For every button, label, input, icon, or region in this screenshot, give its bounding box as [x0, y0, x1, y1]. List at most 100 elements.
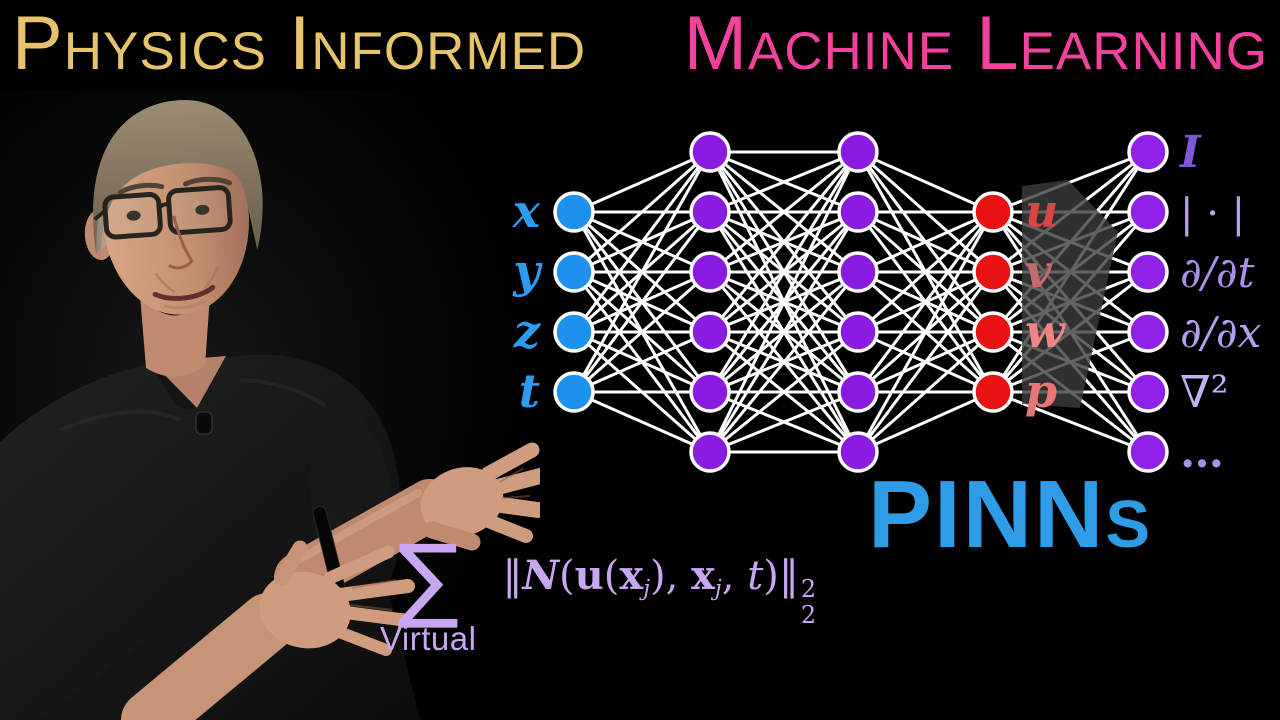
network-node: [689, 251, 731, 293]
network-edge: [992, 150, 1149, 214]
formula-parts: ‖N(u(xj), xj, t)‖: [502, 552, 799, 602]
network-node: [1127, 431, 1169, 473]
forearm-right: [121, 593, 297, 720]
network-edge: [708, 151, 860, 393]
forearm-left: [274, 479, 456, 604]
node-label: p: [1025, 364, 1057, 418]
glasses: [93, 185, 233, 240]
network-edge: [708, 211, 860, 453]
network-edges: [572, 150, 1150, 454]
network-edge: [573, 150, 711, 214]
summation: ∑ Virtual: [380, 525, 477, 658]
formula-part: u: [574, 552, 604, 599]
layer-input: [553, 191, 595, 413]
formula-part: j: [643, 576, 651, 602]
shadow-band: [1022, 180, 1118, 408]
formula-part: ,: [721, 553, 748, 599]
network-edge: [992, 390, 1149, 454]
layer-operators: [1127, 131, 1169, 473]
network-edge: [857, 210, 994, 334]
title-bar: Physics Informed Machine Learning: [0, 0, 1280, 88]
formula-part: N: [522, 552, 560, 599]
network-edge: [856, 211, 995, 393]
network-node: [972, 371, 1014, 413]
network-node: [837, 131, 879, 173]
presenter-nose: [168, 215, 194, 270]
formula-part: x: [619, 552, 644, 599]
node-label: ∇²: [1180, 367, 1228, 418]
network-edge: [572, 151, 712, 393]
layer-output: [972, 191, 1014, 413]
network-edge: [572, 211, 712, 393]
network-edge: [708, 271, 860, 453]
network-node: [689, 131, 731, 173]
formula-part: ): [763, 553, 779, 599]
node-label: t: [519, 364, 540, 418]
network-node: [1127, 251, 1169, 293]
node-label: | · |: [1180, 191, 1245, 237]
sigma-symbol: ∑: [397, 525, 460, 632]
hand-spread-fingers: [259, 540, 415, 656]
hair-gray-temple: [96, 210, 108, 254]
node-label: ∂/∂t: [1180, 248, 1255, 297]
formula-part: ‖: [502, 553, 523, 599]
network-node: [837, 431, 879, 473]
formula-part: ‖: [778, 553, 799, 599]
node-label: x: [512, 184, 541, 238]
network-node: [689, 431, 731, 473]
pinns-wordmark: PINNs: [868, 461, 1153, 568]
node-label: u: [1025, 184, 1058, 238]
node-label: y: [512, 244, 543, 298]
formula-part: j: [714, 576, 722, 602]
formula-part: t: [747, 553, 764, 599]
presenter-lower-lip: [163, 299, 207, 310]
presenter-smile-lines: [154, 266, 219, 294]
layer-hidden-1: [689, 131, 731, 473]
network-node: [837, 371, 879, 413]
node-label: v: [1025, 244, 1053, 298]
node-label: I: [1178, 127, 1202, 178]
node-label: w: [1025, 304, 1066, 358]
network-edge: [857, 390, 994, 454]
network-node: [689, 371, 731, 413]
network-node: [553, 311, 595, 353]
sigma-subscript: Virtual: [380, 620, 477, 658]
network-node: [837, 191, 879, 233]
presenter-head: [84, 100, 263, 315]
network-edge: [857, 210, 994, 274]
network-edge: [709, 390, 859, 454]
network-edge: [572, 151, 712, 333]
title-part-2: Machine Learning: [683, 1, 1268, 86]
node-label: …: [1180, 427, 1224, 478]
network-edge: [573, 270, 711, 394]
network-edge: [856, 211, 995, 453]
network-edge: [857, 330, 994, 454]
network-edge: [708, 151, 860, 333]
presenter-eyebrows: [117, 176, 233, 196]
network-node: [553, 251, 595, 293]
presenter-mouth: [152, 284, 216, 301]
network-edge: [709, 150, 859, 274]
presenter-hair: [93, 100, 263, 254]
node-label: ∂/∂x: [1180, 308, 1262, 357]
network-node: [1127, 371, 1169, 413]
network-node: [837, 251, 879, 293]
norm-superscript: 2: [800, 575, 817, 604]
layer-hidden-2: [837, 131, 879, 473]
network-edge: [857, 150, 994, 214]
network-node: [972, 311, 1014, 353]
network-edge: [573, 150, 711, 274]
node-label: z: [513, 304, 541, 358]
network-edge: [573, 330, 711, 394]
presenter-photo: [0, 90, 540, 720]
network-node: [837, 311, 879, 353]
presenter-eye-right: [195, 204, 210, 215]
network-edge: [709, 330, 859, 454]
formula-part: (: [559, 553, 575, 599]
lavalier-mic: [195, 411, 213, 435]
